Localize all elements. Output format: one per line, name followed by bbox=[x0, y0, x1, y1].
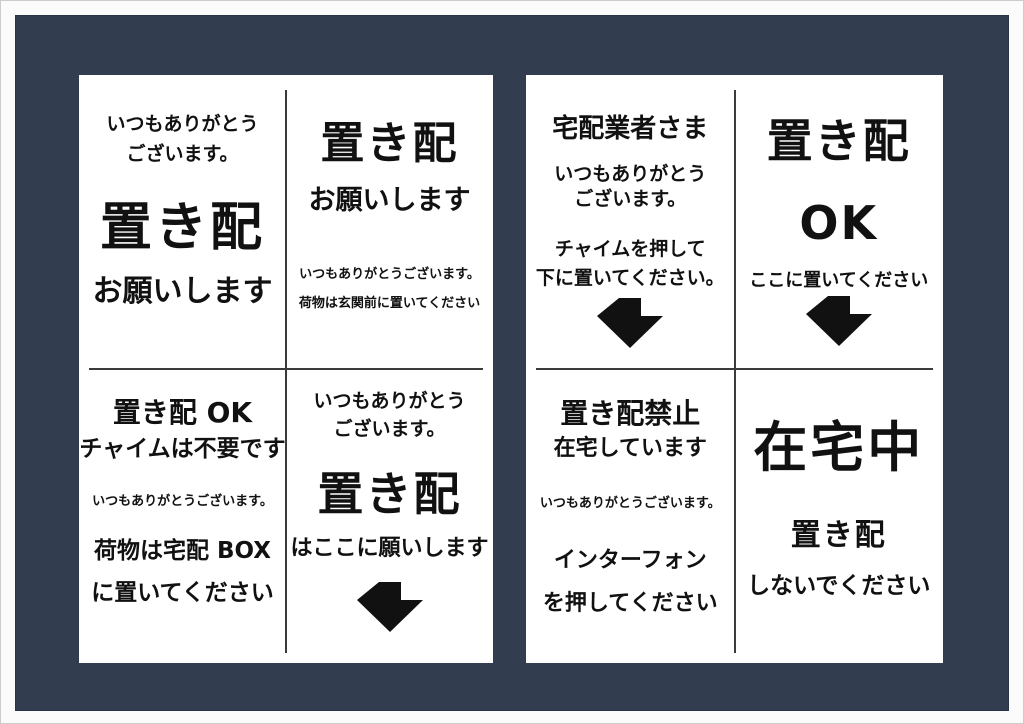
do-not-line: しないでください bbox=[747, 573, 931, 599]
quadrant-courier-place-below: 宅配業者さま いつもありがとう ございます。 チャイムを押して 下に置いてくださ… bbox=[526, 75, 735, 369]
no-chime-line: チャイムは不要です bbox=[79, 436, 286, 462]
thanks-line-1: いつもありがとう bbox=[106, 113, 259, 135]
okihai-prohibited-title: 置き配禁止 bbox=[560, 397, 701, 430]
horizontal-divider bbox=[536, 368, 933, 370]
thanks-line: いつもありがとうございます。 bbox=[539, 496, 721, 511]
down-arrow-icon bbox=[597, 298, 664, 348]
intercom-line-2: を押してください bbox=[542, 591, 718, 616]
thanks-line: いつもありがとうございます。 bbox=[299, 267, 480, 282]
okihai-title: 置き配 bbox=[99, 198, 265, 258]
down-arrow-icon bbox=[805, 296, 872, 346]
quadrant-okihai-prohibited: 置き配禁止 在宅しています いつもありがとうございます。 インターフォン を押し… bbox=[526, 369, 735, 663]
courier-title: 宅配業者さま bbox=[552, 114, 709, 144]
place-here-line: ここに置いてください bbox=[749, 270, 929, 291]
down-arrow-icon bbox=[356, 582, 423, 632]
thanks-line: いつもありがとうございます。 bbox=[92, 494, 273, 509]
please-line: お願いします bbox=[92, 274, 273, 309]
at-home-line: 在宅しています bbox=[553, 436, 707, 461]
quadrant-okihai-place-here: いつもありがとう ございます。 置き配 はここに願いします bbox=[286, 369, 493, 663]
horizontal-divider bbox=[89, 368, 483, 370]
at-home-title: 在宅中 bbox=[753, 416, 925, 479]
okihai-title: 置き配 bbox=[320, 118, 459, 169]
delivery-box-line-2: に置いてください bbox=[91, 580, 274, 606]
ok-title: OK bbox=[799, 196, 879, 250]
quadrant-at-home-no-okihai: 在宅中 置き配 しないでください bbox=[735, 369, 944, 663]
left-sign-sheet: いつもありがとう ございます。 置き配 お願いします 置き配 お願いします いつ… bbox=[79, 75, 493, 663]
leave-at-entrance-line: 荷物は玄関前に置いてください bbox=[298, 296, 481, 311]
quadrant-okihai-request-B: 置き配 お願いします いつもありがとうございます。 荷物は玄関前に置いてください bbox=[286, 75, 493, 369]
okihai-title: 置き配 bbox=[317, 467, 462, 521]
right-sign-sheet: 宅配業者さま いつもありがとう ございます。 チャイムを押して 下に置いてくださ… bbox=[526, 75, 943, 663]
place-here-line: はここに願いします bbox=[290, 536, 489, 561]
thanks-line-2: ございます。 bbox=[574, 188, 687, 210]
thanks-line-2: ございます。 bbox=[126, 143, 239, 165]
place-below-line: 下に置いてください。 bbox=[535, 267, 725, 289]
thanks-line-1: いつもありがとう bbox=[554, 163, 707, 185]
thanks-line-1: いつもありがとう bbox=[313, 390, 466, 412]
quadrant-okihai-ok-no-chime: 置き配 OK チャイムは不要です いつもありがとうございます。 荷物は宅配 BO… bbox=[79, 369, 286, 663]
vertical-divider bbox=[285, 90, 287, 653]
okihai-ok-title: 置き配 OK bbox=[112, 396, 253, 429]
intercom-line-1: インターフォン bbox=[553, 548, 707, 573]
press-chime-line: チャイムを押して bbox=[554, 238, 706, 260]
okihai-title: 置き配 bbox=[766, 114, 911, 168]
quadrant-okihai-ok-here: 置き配 OK ここに置いてください bbox=[735, 75, 944, 369]
quadrant-okihai-request-A: いつもありがとう ございます。 置き配 お願いします bbox=[79, 75, 286, 369]
vertical-divider bbox=[733, 90, 736, 653]
delivery-box-line-1: 荷物は宅配 BOX bbox=[93, 538, 271, 564]
okihai-line: 置き配 bbox=[790, 518, 887, 553]
please-line: お願いします bbox=[308, 185, 471, 216]
thanks-line-2: ございます。 bbox=[333, 418, 446, 440]
